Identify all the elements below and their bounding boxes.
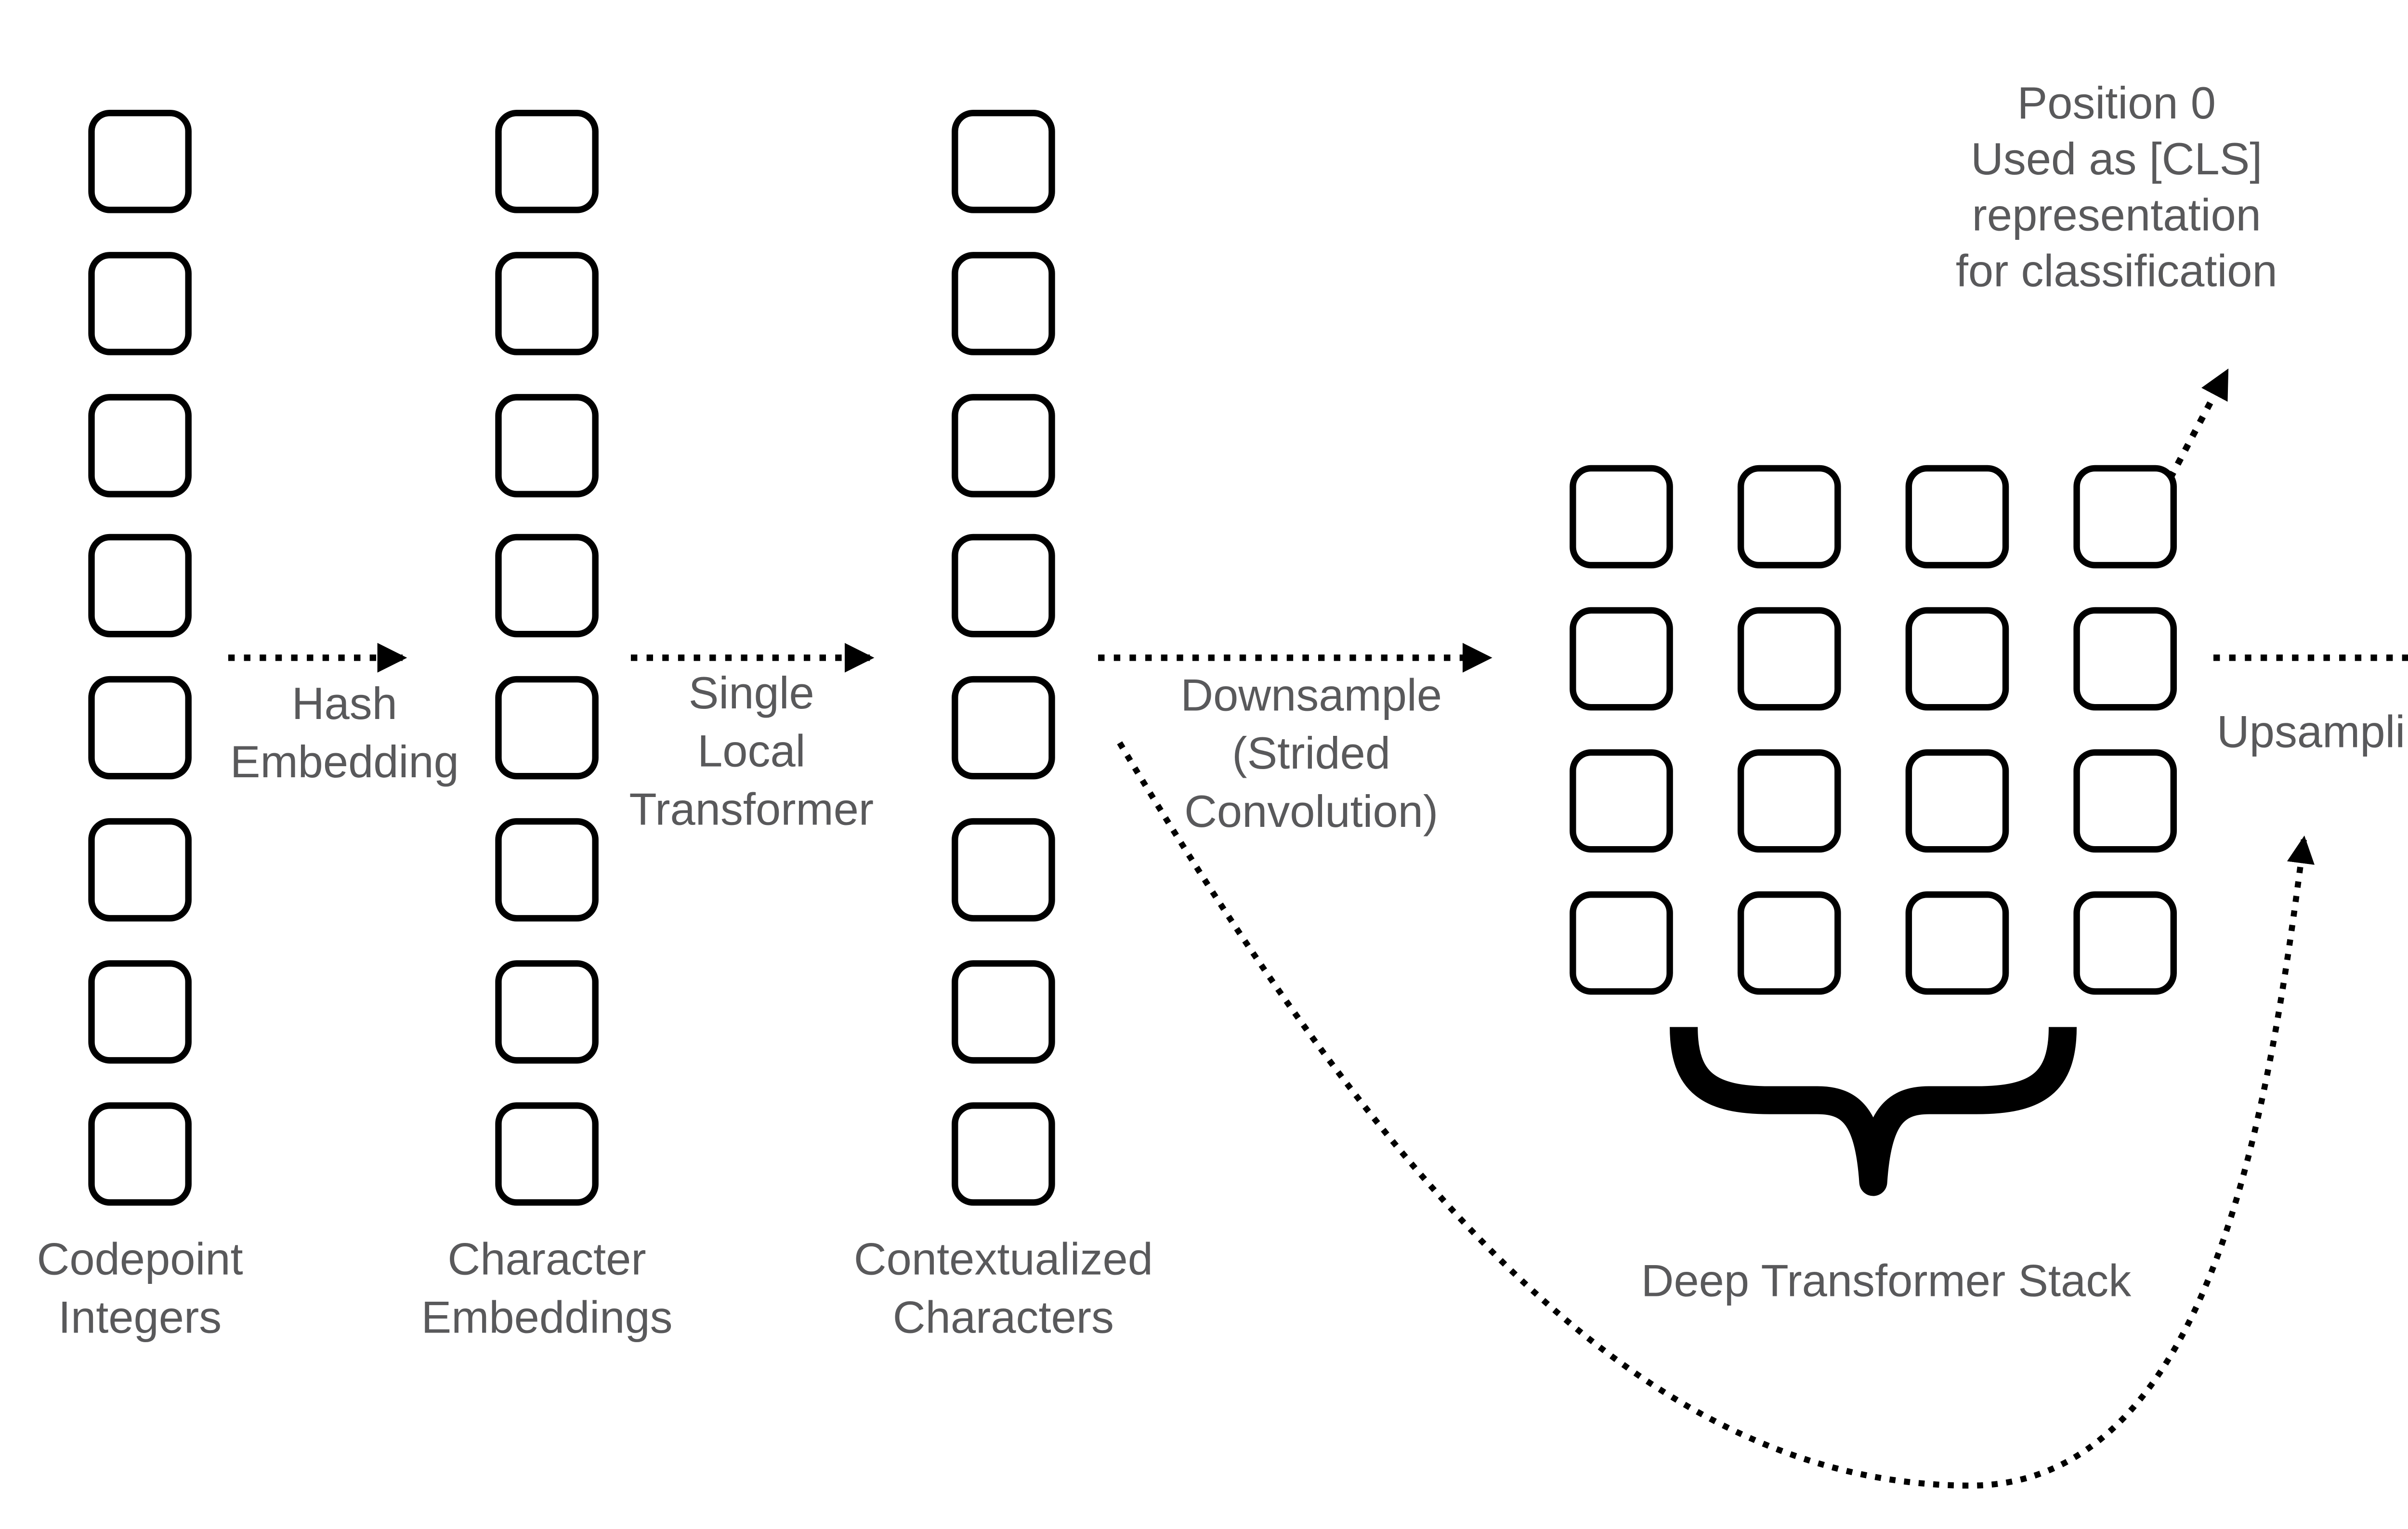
token-box <box>88 959 192 1063</box>
token-box <box>88 251 192 355</box>
token-box <box>952 676 1055 780</box>
column-character-embeddings <box>495 110 599 1205</box>
token-box <box>495 393 599 497</box>
label-upsampling: Upsampling <box>2216 708 2408 758</box>
token-box <box>495 676 599 780</box>
downsampled-token-box <box>1737 607 1841 711</box>
cls-position0-arrow <box>2167 368 2229 480</box>
token-box <box>952 535 1055 639</box>
token-box <box>88 676 192 780</box>
token-box <box>495 959 599 1063</box>
token-box <box>88 110 192 213</box>
label-character-embeddings: Character Embeddings <box>421 1236 673 1344</box>
token-box <box>952 818 1055 922</box>
token-box <box>88 393 192 497</box>
token-box <box>495 110 599 213</box>
token-box <box>495 251 599 355</box>
label-hash-embedding: Hash Embedding <box>230 680 459 788</box>
token-box <box>88 818 192 922</box>
residual-upsampling-curve-arrow <box>1117 741 2315 1489</box>
downsampled-token-box <box>1905 749 2009 853</box>
label-codepoint-integers: Codepoint Integers <box>37 1236 243 1344</box>
label-deep-transformer-stack: Deep Transformer Stack <box>1641 1257 2132 1307</box>
downsampled-token-box <box>1737 891 1841 995</box>
downsampled-token-box <box>1905 607 2009 711</box>
downsampled-token-box <box>1905 891 2009 995</box>
token-box <box>495 1101 599 1205</box>
label-single-local-transformer: Single Local Transformer <box>629 669 874 836</box>
label-downsample-strided-convolution: Downsample (Strided Convolution) <box>1180 671 1442 838</box>
column-codepoint-integers <box>88 110 192 1205</box>
label-cls-position0-note: Position 0 Used as [CLS] representation … <box>1955 79 2277 297</box>
downsampled-token-box <box>1570 891 1673 995</box>
token-box <box>952 110 1055 213</box>
downsampled-token-box <box>2073 749 2177 853</box>
label-contextualized-characters: Contextualized Characters <box>853 1236 1153 1344</box>
token-box <box>495 818 599 922</box>
downsampled-token-box <box>1737 465 1841 569</box>
downsampled-token-box <box>1570 749 1673 853</box>
downsampled-token-box <box>1570 465 1673 569</box>
downsampled-token-box <box>1737 749 1841 853</box>
token-box <box>952 251 1055 355</box>
token-box <box>88 1101 192 1205</box>
token-box <box>495 535 599 639</box>
token-box <box>952 959 1055 1063</box>
token-box <box>952 1101 1055 1205</box>
downsampled-token-box <box>1570 607 1673 711</box>
underbrace-icon <box>1670 1027 2077 1196</box>
deep-transformer-grid <box>1570 465 2177 995</box>
token-box <box>952 393 1055 497</box>
column-contextualized-characters <box>952 110 1055 1205</box>
downsampled-token-box <box>2073 891 2177 995</box>
downsampled-token-box <box>1905 465 2009 569</box>
downsampled-token-box <box>2073 607 2177 711</box>
token-box <box>88 535 192 639</box>
downsampled-token-box <box>2073 465 2177 569</box>
